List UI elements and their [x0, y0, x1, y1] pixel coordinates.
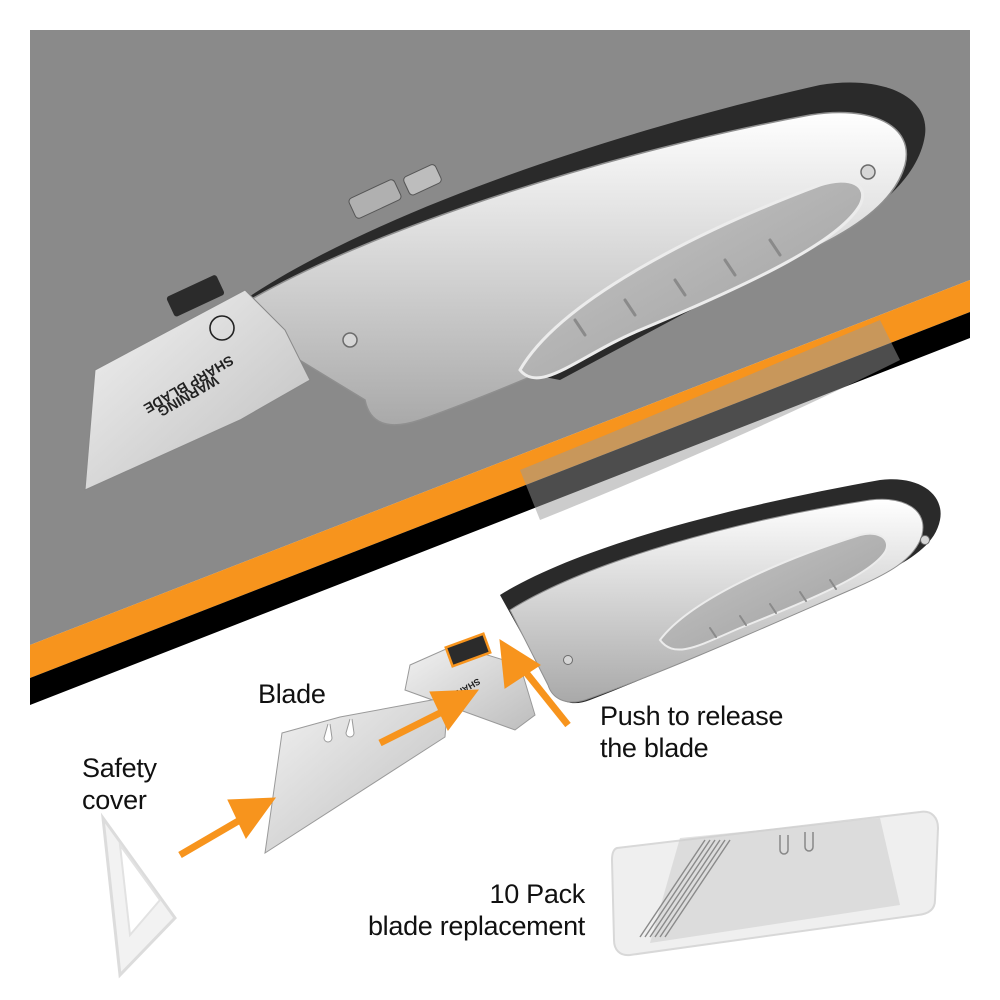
arrow-head-blade-to-knife [429, 689, 480, 731]
blade-slider [348, 164, 442, 219]
arrow-cover-to-blade [178, 816, 242, 859]
push-to-release-label: Push to release the blade [600, 701, 784, 763]
orange-stripe [30, 280, 970, 678]
arrow-head-cover-to-blade [227, 797, 277, 839]
release-button-highlight [444, 632, 492, 668]
safety-cover-label: Safety cover [82, 753, 157, 815]
utility-knife-small: WARNING SHARP BLADE [404, 479, 941, 731]
safety-cover [100, 812, 177, 979]
arrows [178, 639, 571, 859]
utility-knife-large: WARNING SHARP BLADE [84, 82, 926, 520]
arrow-blade-to-knife [378, 709, 442, 747]
blade-pack [610, 810, 940, 957]
blade-label: Blade [258, 679, 326, 709]
arrow-head-push-release [499, 639, 541, 689]
arrow-push-release [517, 662, 571, 728]
ten-pack-label: 10 Pack blade replacement [367, 879, 585, 941]
